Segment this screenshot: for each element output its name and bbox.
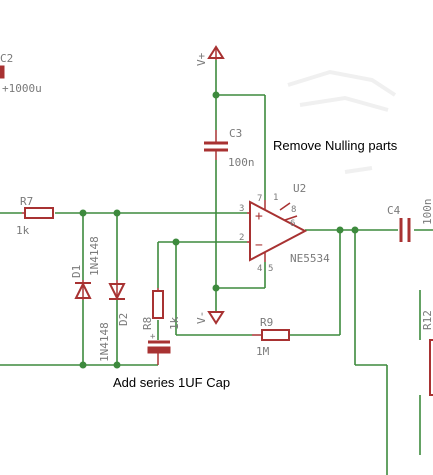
- c4-value: 100n: [421, 199, 433, 226]
- c2-value: +1000u: [2, 82, 42, 95]
- resistor-r8: R8 1k: [141, 288, 181, 330]
- resistor-r7: R7 1k: [16, 195, 54, 237]
- r9-value: 1M: [256, 345, 270, 358]
- pin-8-label: 8: [291, 205, 296, 215]
- pin-7-label: 7: [257, 194, 262, 204]
- note-add-series-cap: Add series 1UF Cap: [113, 375, 230, 390]
- diode-d1: D1 1N4148: [70, 236, 101, 300]
- pin-5-label: 5: [268, 264, 273, 274]
- d1-value: 1N4148: [88, 236, 101, 276]
- u2-minus-sign: −: [255, 238, 263, 253]
- resistor-r12: R12: [421, 310, 433, 396]
- capacitor-c4: C4 100n: [387, 199, 433, 242]
- pin-3-label: 3: [239, 204, 244, 214]
- c2-name: C2: [0, 52, 13, 65]
- r9-name: R9: [260, 316, 273, 329]
- vminus-label: V-: [195, 311, 208, 324]
- series-cap-plus: +: [150, 332, 156, 342]
- r7-value: 1k: [16, 224, 30, 237]
- c3-value: 100n: [228, 156, 255, 169]
- c3-name: C3: [229, 127, 242, 140]
- series-capacitor: +: [147, 332, 171, 365]
- r7-name: R7: [20, 195, 33, 208]
- r8-name: R8: [141, 317, 154, 330]
- u2-value: NE5534: [290, 252, 330, 265]
- junction-dots: [79, 91, 359, 369]
- d2-name: D2: [117, 313, 130, 326]
- note-remove-nulling: Remove Nulling parts: [273, 138, 398, 153]
- vplus-label: V+: [195, 52, 208, 66]
- r8-value: 1k: [168, 316, 181, 330]
- pin-1-label: 1: [273, 193, 278, 203]
- pin-2-label: 2: [239, 233, 244, 243]
- d2-value: 1N4148: [98, 322, 111, 362]
- resistor-r9: R9 1M: [252, 316, 290, 358]
- u2-name: U2: [293, 182, 306, 195]
- wires: [0, 60, 433, 475]
- diode-d2: D2 1N4148: [98, 280, 130, 362]
- d1-name: D1: [70, 265, 83, 278]
- pin-6-label: 6: [290, 219, 295, 229]
- u2-plus-sign: +: [255, 209, 263, 224]
- capacitor-c2: C2 +1000u: [0, 52, 42, 95]
- c4-name: C4: [387, 204, 401, 217]
- supply-vplus: V+: [195, 45, 225, 66]
- pin-4-label: 4: [257, 264, 262, 274]
- capacitor-c3: C3 100n: [204, 127, 255, 169]
- r12-name: R12: [421, 310, 433, 330]
- supply-vminus: V-: [195, 311, 225, 325]
- opamp-u2: + − 3 2 7 4 5 1 8 6 U2 NE5534: [239, 182, 330, 274]
- erased-parts-ghost: [287, 69, 397, 174]
